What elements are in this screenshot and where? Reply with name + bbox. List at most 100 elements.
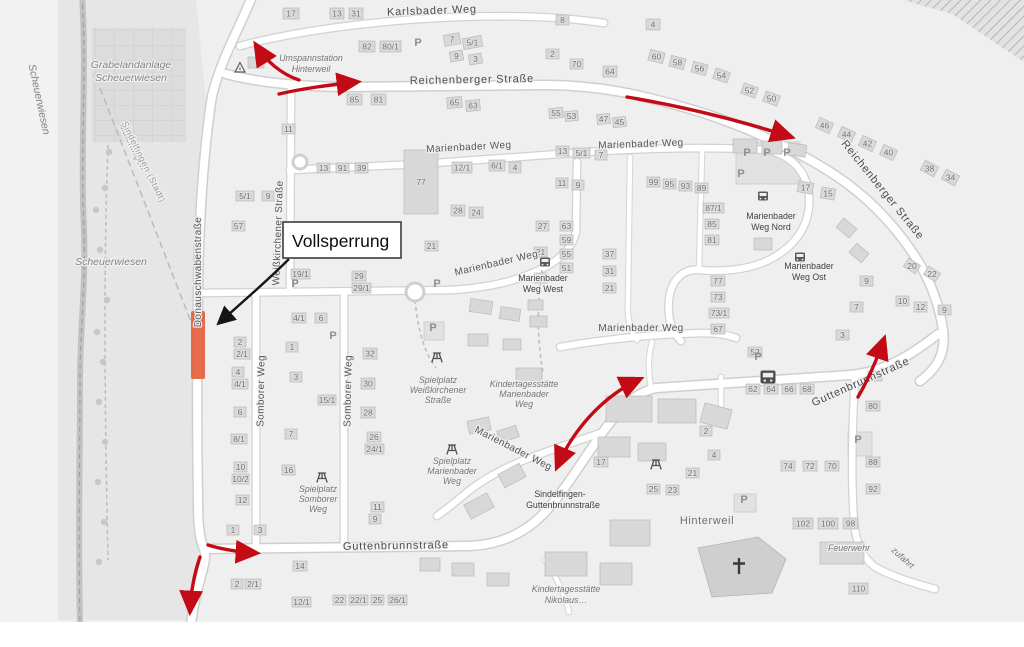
building-number: 38 <box>925 164 935 174</box>
building-number: 21 <box>427 241 437 251</box>
building <box>533 246 548 258</box>
building-number: 100 <box>821 519 835 529</box>
building <box>314 312 328 324</box>
building <box>291 596 312 608</box>
building-number: 46 <box>820 121 830 131</box>
poi-label: Spielplatz <box>299 484 338 494</box>
building-number: 95 <box>665 179 675 189</box>
railway-hatch <box>903 0 1024 62</box>
detour-arrow <box>277 72 363 97</box>
building <box>515 367 543 385</box>
street-label: Donauschwabenstraße <box>193 217 204 327</box>
building-number: 7 <box>599 150 604 160</box>
building-number: 39 <box>357 163 367 173</box>
poi-label: Nikolaus… <box>545 595 588 605</box>
building <box>710 291 726 303</box>
tree-icon <box>96 246 104 254</box>
building-number: 31 <box>605 266 615 276</box>
transit-stop-label: Marienbader <box>746 211 795 221</box>
building-number: 98 <box>846 519 856 529</box>
building <box>451 562 475 577</box>
building <box>690 60 709 77</box>
building-number: 74 <box>783 461 793 471</box>
tree-icon <box>99 358 107 366</box>
building <box>233 348 251 360</box>
building <box>370 594 385 606</box>
building-number: 28 <box>453 206 463 216</box>
building-number: 58 <box>673 58 683 68</box>
building <box>233 406 247 418</box>
building-number: 22 <box>335 595 345 605</box>
building <box>594 149 608 161</box>
poi-label: Weg <box>443 476 461 486</box>
parking-lot <box>733 493 757 513</box>
building <box>290 268 311 280</box>
poi-label: Weg <box>309 504 327 514</box>
building <box>496 424 520 444</box>
street-label: Marienbader Weg <box>598 323 683 334</box>
building-number: 85 <box>350 95 360 105</box>
building <box>370 93 387 106</box>
building <box>712 67 731 84</box>
transit-stop-label: Weg Nord <box>751 222 791 232</box>
turning-circle <box>291 153 309 171</box>
building <box>253 524 267 536</box>
building-number: 13 <box>319 163 329 173</box>
building-number: 42 <box>863 139 873 149</box>
building-number: 14 <box>295 561 305 571</box>
building-number: 26 <box>369 432 379 442</box>
building <box>762 90 781 107</box>
building-number: 77 <box>713 276 723 286</box>
building-number: 80/1 <box>382 42 399 52</box>
building-number: 1 <box>231 525 236 535</box>
building <box>645 18 661 31</box>
building <box>602 65 618 78</box>
building-number: 26/1 <box>389 595 406 605</box>
building <box>612 115 627 129</box>
closure-callout: Vollsperrung <box>216 221 402 326</box>
building <box>235 190 255 202</box>
building <box>745 383 761 395</box>
building-number: 73 <box>713 292 723 302</box>
building-number: 9 <box>266 191 271 201</box>
transit-stop-label: Sindelfingen- <box>534 489 585 499</box>
building-number: 77 <box>416 177 426 187</box>
building <box>379 40 402 53</box>
building <box>605 395 653 423</box>
building <box>796 180 815 195</box>
building-number: 10 <box>236 462 246 472</box>
building <box>354 162 369 174</box>
tree-icon <box>95 558 103 566</box>
building <box>564 109 579 123</box>
building <box>545 48 560 60</box>
building <box>486 572 510 587</box>
building <box>351 282 372 294</box>
turning-circle <box>404 281 426 303</box>
map-canvas[interactable]: 1713318280/175/1938581111391395/195776/1… <box>0 0 1024 622</box>
building <box>609 519 651 547</box>
building-number: 59 <box>562 235 572 245</box>
building <box>848 582 869 595</box>
parking-icon: P <box>854 434 861 446</box>
building <box>708 307 730 319</box>
bus-stop-icon <box>758 191 768 201</box>
building <box>835 329 850 341</box>
building <box>747 346 763 358</box>
building <box>559 262 574 274</box>
building <box>824 460 840 472</box>
building <box>646 483 661 495</box>
building-number: 54 <box>717 71 727 81</box>
building-number: 110 <box>852 584 866 594</box>
building-number: 16 <box>284 465 294 475</box>
building <box>685 467 700 479</box>
building-number: 56 <box>695 64 705 74</box>
building <box>282 7 300 20</box>
place-label: Hinterweil <box>680 515 734 527</box>
building <box>247 56 265 69</box>
building-number: 53 <box>567 111 577 121</box>
building <box>848 242 870 264</box>
building <box>596 112 611 126</box>
building-number: 5/1 <box>239 191 251 201</box>
building-number: 10/2 <box>232 474 249 484</box>
